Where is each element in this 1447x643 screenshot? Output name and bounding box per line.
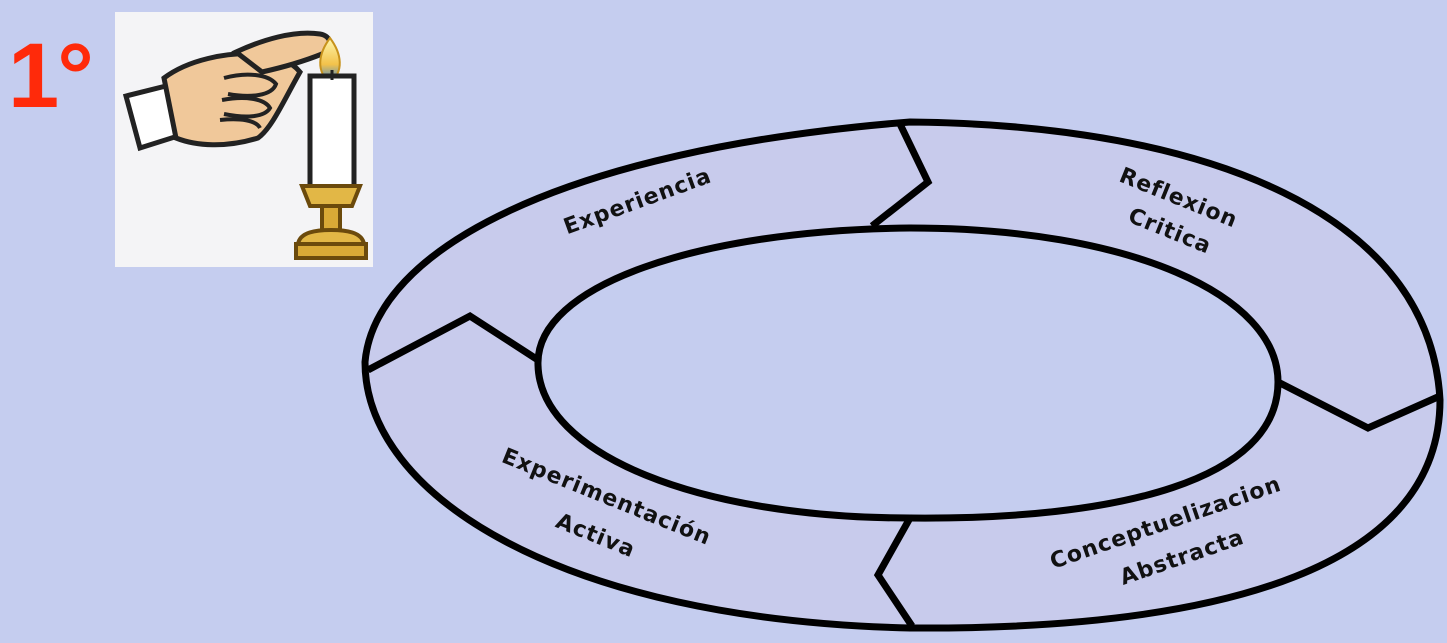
cycle-dividers [366,122,1442,628]
pointing-hand-lighting-candle-icon [122,30,368,260]
step-number: 1° [8,25,94,127]
